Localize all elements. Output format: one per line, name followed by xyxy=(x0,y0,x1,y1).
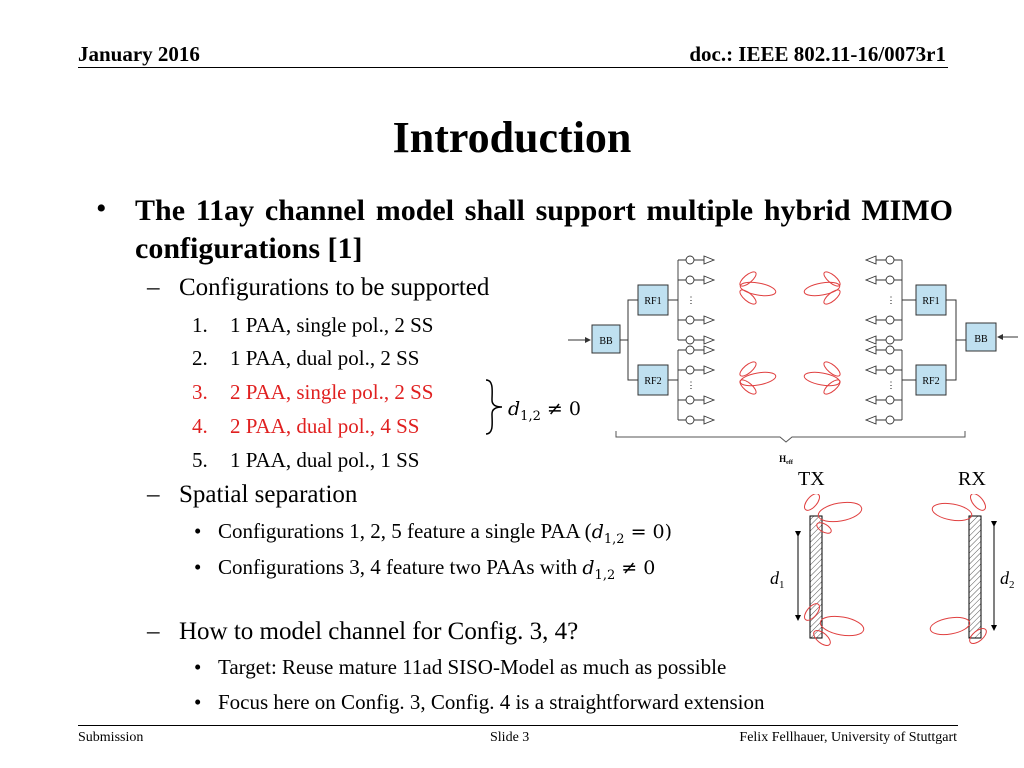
rf1-left-label: RF1 xyxy=(644,296,661,307)
rf1-right-label: RF1 xyxy=(922,296,939,307)
dash-marker: – xyxy=(147,274,160,301)
bb-left-box xyxy=(591,324,621,354)
bb-left-label: BB xyxy=(599,336,613,347)
bb-right-label: BB xyxy=(974,334,988,345)
model-heading: How to model channel for Config. 3, 4? xyxy=(179,618,579,645)
config-num-4: 4. xyxy=(192,414,208,438)
d1-label: d1 xyxy=(770,568,785,591)
config-item-3: 2 PAA, single pol., 2 SS xyxy=(230,380,434,404)
config-item-5: 1 PAA, dual pol., 1 SS xyxy=(230,448,420,472)
config-item-2: 1 PAA, dual pol., 2 SS xyxy=(230,346,420,370)
array-geometry-figure: d1 d2 xyxy=(770,494,1015,646)
config-item-4: 2 PAA, dual pol., 4 SS xyxy=(230,414,420,438)
config-item-1: 1 PAA, single pol., 2 SS xyxy=(230,313,434,337)
config-num-1: 1. xyxy=(192,313,208,337)
rx-array xyxy=(968,515,982,639)
footer-rule xyxy=(78,725,958,726)
brace-label: d1,2 ≠ 0 xyxy=(508,398,581,424)
footer-submission: Submission xyxy=(78,730,144,745)
slide-title: Introduction xyxy=(392,113,632,162)
bullet-marker: • xyxy=(194,555,202,579)
rf1-left-box xyxy=(637,284,669,316)
rf2-right-label: RF2 xyxy=(922,376,939,387)
svg-text:⋮: ⋮ xyxy=(887,380,896,390)
rf2-left-box xyxy=(637,364,669,396)
bullet-marker: • xyxy=(194,655,202,679)
model-item-1: Target: Reuse mature 11ad SISO-Model as … xyxy=(218,655,727,679)
curly-brace xyxy=(485,379,503,435)
config-num-3: 3. xyxy=(192,380,208,404)
header-date: January 2016 xyxy=(78,42,200,66)
bullet-marker: • xyxy=(96,192,107,225)
spatial-item-2: Configurations 3, 4 feature two PAAs wit… xyxy=(218,555,656,584)
svg-text:⋮: ⋮ xyxy=(887,295,896,305)
spatial-item-1: Configurations 1, 2, 5 feature a single … xyxy=(218,519,673,548)
footer-slide-number: Slide 3 xyxy=(490,730,530,745)
header-rule xyxy=(78,67,948,68)
heff-label: Heff xyxy=(779,454,794,466)
footer-author: Felix Fellhauer, University of Stuttgart xyxy=(739,730,957,745)
tx-label: TX xyxy=(798,468,825,490)
bb-right-box xyxy=(965,322,997,352)
svg-text:⋮: ⋮ xyxy=(687,295,696,305)
bullet-marker: • xyxy=(194,519,202,543)
spatial-heading: Spatial separation xyxy=(179,481,358,508)
hybrid-mimo-diagram: BB RF1 RF2 ⋮ ⋮ xyxy=(568,255,1018,466)
model-item-2: Focus here on Config. 3, Config. 4 is a … xyxy=(218,690,765,714)
header-doc-id: doc.: IEEE 802.11-16/0073r1 xyxy=(689,42,946,66)
d2-label: d2 xyxy=(1000,568,1015,591)
main-bullet-text: The 11ay channel model shall support mul… xyxy=(135,194,953,265)
rf2-right-box xyxy=(915,364,947,396)
svg-text:⋮: ⋮ xyxy=(687,380,696,390)
rf1-right-box xyxy=(915,284,947,316)
rf2-left-label: RF2 xyxy=(644,376,661,387)
dash-marker: – xyxy=(147,618,160,645)
rx-label: RX xyxy=(958,468,986,490)
tx-array xyxy=(809,515,823,639)
bullet-marker: • xyxy=(194,690,202,714)
configs-heading: Configurations to be supported xyxy=(179,274,490,301)
dash-marker: – xyxy=(147,481,160,508)
config-num-5: 5. xyxy=(192,448,208,472)
config-num-2: 2. xyxy=(192,346,208,370)
